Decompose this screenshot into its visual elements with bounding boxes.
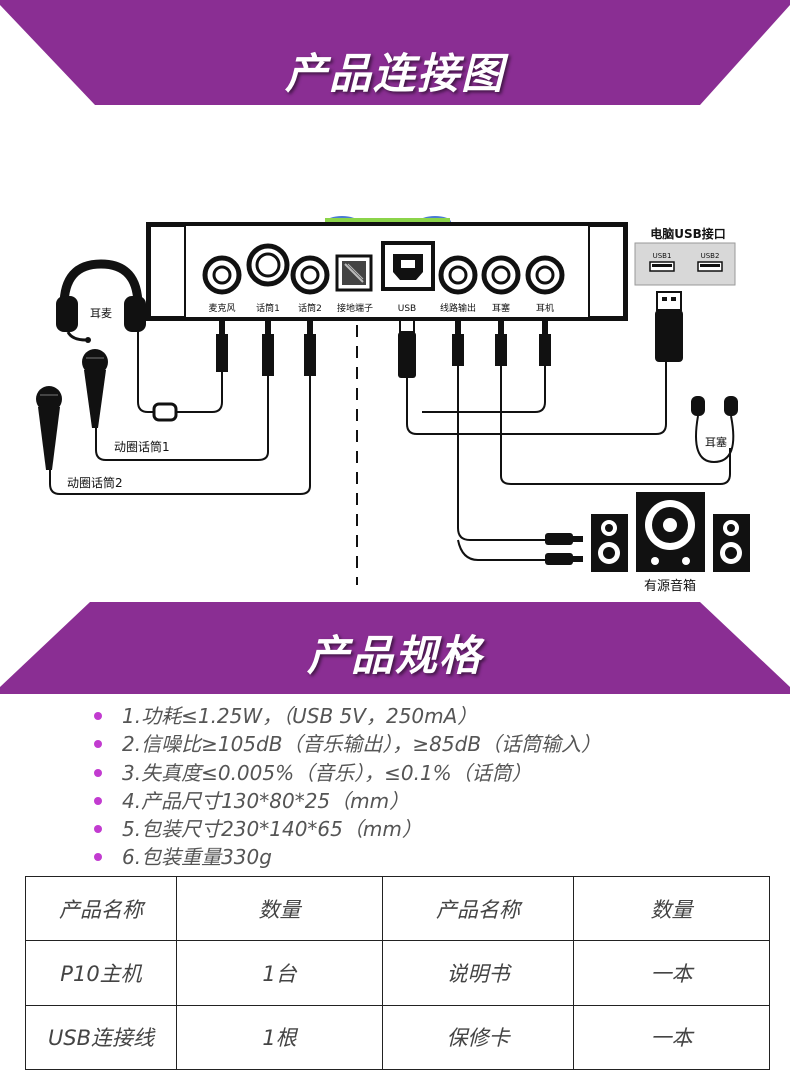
spec-text: 5.包装尺寸230*140*65（mm）: [122, 817, 422, 842]
cables: [49, 312, 731, 561]
port-label: 接地端子: [337, 302, 373, 314]
spec-list: 1.功耗≤1.25W，（USB 5V，250mA） 2.信噪比≥105dB（音乐…: [92, 702, 752, 872]
pc-usb-panel: [634, 242, 736, 286]
usb1-label: USB1: [653, 252, 672, 260]
spec-item: 5.包装尺寸230*140*65（mm）: [92, 815, 752, 843]
table-cell: 保修卡: [382, 1004, 574, 1071]
port-label: 话筒1: [256, 302, 280, 314]
audio-plugs: [216, 320, 551, 376]
spec-text: 2.信噪比≥105dB（音乐输出），≥85dB（话筒输入）: [122, 732, 602, 757]
spec-text: 6.包装重量330g: [122, 845, 272, 870]
table-cell: 产品名称: [382, 875, 574, 942]
table-cell: USB连接线: [25, 1004, 177, 1071]
port-label: 话筒2: [298, 302, 322, 314]
spec-text: 4.产品尺寸130*80*25（mm）: [122, 788, 410, 813]
ground-terminal: [335, 254, 373, 292]
rca-plugs: [545, 533, 583, 565]
table-cell: 说明书: [382, 940, 574, 1006]
spec-item: 2.信噪比≥105dB（音乐输出），≥85dB（话筒输入）: [92, 730, 752, 758]
jack-mic: [202, 255, 242, 295]
usb2-label: USB2: [701, 252, 720, 260]
port-label: 耳机: [536, 302, 554, 314]
microphone-2-icon: [36, 386, 62, 470]
bullet-icon: [94, 740, 102, 749]
table-cell: 一本: [573, 1004, 770, 1071]
usb-a-plug: [655, 291, 683, 362]
headset-icon: [56, 259, 146, 343]
jack-mic2: [290, 255, 330, 295]
table-cell: 1根: [176, 1004, 383, 1071]
table-cell: 数量: [176, 875, 383, 942]
earbuds-icon: [691, 396, 738, 464]
earbud-label: 耳塞: [705, 435, 727, 449]
banner-shape: [0, 602, 790, 694]
jack-headphone: [525, 255, 565, 295]
port-label: USB: [398, 304, 416, 314]
table-row: USB连接线 1根 保修卡 一本: [25, 1004, 770, 1071]
table-cell: P10主机: [25, 940, 177, 1006]
spec-text: 1.功耗≤1.25W，（USB 5V，250mA）: [122, 704, 478, 728]
bullet-icon: [94, 712, 102, 720]
banner-shape: [0, 0, 790, 105]
speaker-label: 有源音箱: [644, 578, 696, 594]
table-row: P10主机 1台 说明书 一本: [25, 940, 770, 1006]
bullet-icon: [94, 768, 102, 777]
table-cell: 一本: [573, 940, 770, 1006]
table-cell: 数量: [573, 875, 770, 942]
jack-mic1: [246, 243, 290, 287]
spec-item: 1.功耗≤1.25W，（USB 5V，250mA）: [92, 702, 752, 730]
table-cell: 1台: [176, 940, 383, 1006]
port-label: 线路输出: [440, 302, 476, 314]
connection-diagram-banner: 产品连接图: [0, 0, 790, 110]
spec-item: 3.失真度≤0.005%（音乐），≤0.1%（话筒）: [92, 759, 752, 787]
mic2-label: 动圈话筒2: [67, 475, 123, 490]
mic1-label: 动圈话筒1: [114, 439, 170, 454]
port-label: 麦克风: [208, 302, 235, 314]
package-contents-table: 产品名称 数量 产品名称 数量 P10主机 1台 说明书 一本 USB连接线 1…: [25, 875, 770, 1071]
table-header-row: 产品名称 数量 产品名称 数量: [25, 875, 770, 942]
spec-item: 4.产品尺寸130*80*25（mm）: [92, 787, 752, 815]
specifications-banner: 产品规格: [0, 602, 790, 694]
speaker-system-icon: [591, 492, 750, 572]
bullet-icon: [94, 853, 102, 862]
bullet-icon: [94, 796, 102, 805]
port-label: 耳塞: [492, 302, 510, 314]
pc-usb-title: 电脑USB接口: [650, 226, 726, 241]
microphone-1-icon: [82, 349, 108, 428]
connection-diagram: 麦克风 话筒1 话筒2 接地端子 USB 线路输出 耳塞 耳机: [36, 216, 750, 594]
headset-label: 耳麦: [90, 307, 112, 320]
jack-earbud: [481, 255, 521, 295]
usb-b-plug: [398, 319, 416, 378]
banner-title: 产品连接图: [284, 49, 505, 98]
table-cell: 产品名称: [25, 875, 177, 942]
usb-b-port: [381, 241, 435, 291]
cable-ferrite: [152, 402, 178, 422]
spec-text: 3.失真度≤0.005%（音乐），≤0.1%（话筒）: [122, 760, 532, 785]
jack-line-out: [438, 255, 478, 295]
bullet-icon: [94, 825, 102, 834]
spec-item: 6.包装重量330g: [92, 843, 752, 871]
banner-title: 产品规格: [306, 631, 483, 680]
